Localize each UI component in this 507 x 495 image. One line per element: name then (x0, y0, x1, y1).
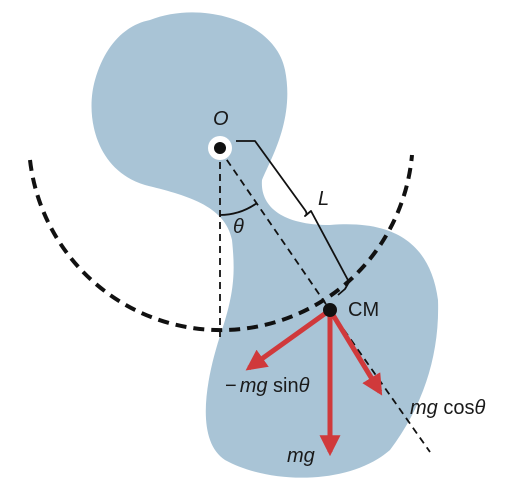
par-theta: θ (474, 397, 485, 419)
swing-arc (28, 154, 414, 333)
par-mg: mg (410, 397, 438, 419)
pivot-point (214, 142, 226, 154)
perpendicular-component-label: −mg sinθ (225, 375, 310, 397)
angle-label: θ (233, 216, 244, 238)
perp-theta: θ (299, 375, 310, 397)
length-bracket (236, 140, 350, 296)
parallel-component-arrow (327, 308, 383, 396)
rigid-body-shape (91, 12, 439, 478)
center-of-mass-label: CM (348, 299, 379, 321)
center-of-mass-point (323, 303, 337, 317)
angle-arc (219, 202, 258, 216)
parallel-component-label: mg cosθ (410, 397, 485, 419)
pivot-label: O (213, 108, 229, 130)
length-label: L (318, 188, 329, 210)
perp-minus: − (225, 375, 237, 397)
par-cos: cos (438, 397, 475, 419)
perpendicular-component-arrow (245, 307, 332, 371)
pivot-to-cm-line (219, 149, 331, 311)
perp-sin: sin (267, 375, 298, 397)
weight-label: mg (287, 445, 315, 467)
perp-mg: mg (240, 375, 268, 397)
